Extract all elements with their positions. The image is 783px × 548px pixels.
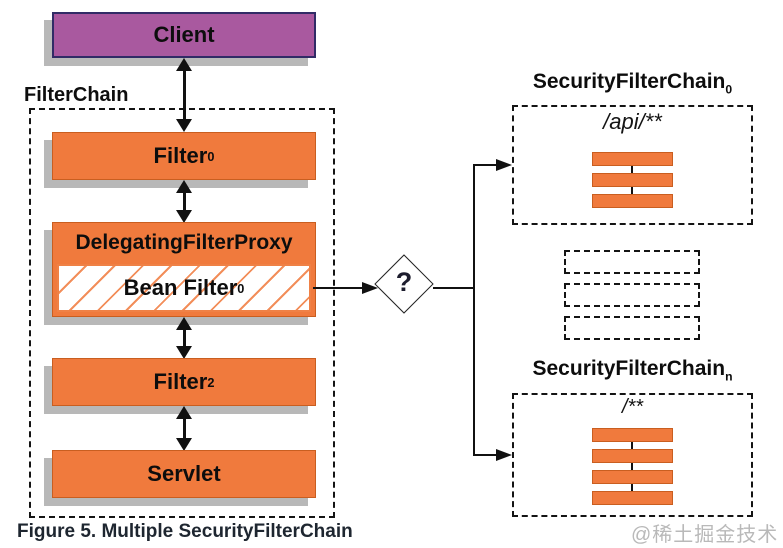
placeholder-bar-unit bbox=[564, 250, 700, 274]
placeholder-bar bbox=[564, 316, 700, 340]
filter-bar bbox=[591, 173, 673, 187]
watermark: @稀土掘金技术社区 bbox=[631, 524, 779, 546]
filterchain-container bbox=[29, 108, 335, 518]
decision-question-mark: ? bbox=[395, 266, 413, 297]
filter-bar-unit bbox=[591, 484, 673, 505]
filter-bar-connector bbox=[631, 442, 633, 449]
arrow-stem bbox=[182, 188, 186, 215]
filter-bar-connector bbox=[631, 463, 633, 470]
chainN-title-text: SecurityFilterChain bbox=[532, 357, 726, 380]
filter-bar-unit bbox=[591, 187, 673, 208]
security-filter-chain-n-title: SecurityFilterChainn bbox=[512, 357, 753, 383]
chain0-url-pattern: /api/** bbox=[603, 109, 662, 134]
servlet-box: Servlet bbox=[52, 450, 316, 498]
arrow-right-head bbox=[496, 449, 512, 461]
filter-bar bbox=[591, 152, 673, 166]
arrow-up-head bbox=[176, 58, 192, 71]
placeholder-bar bbox=[564, 250, 700, 274]
arrow-down-head bbox=[176, 346, 192, 359]
security-filter-chain-0-box bbox=[512, 105, 753, 225]
branch-bottom-line bbox=[475, 454, 497, 456]
chainN-filter-bars bbox=[572, 428, 692, 505]
arrow-down-head bbox=[176, 210, 192, 223]
filter2-label: Filter bbox=[153, 369, 208, 394]
client-box: Client bbox=[52, 12, 316, 58]
arrow-up-head bbox=[176, 317, 192, 330]
arrow-stem bbox=[182, 325, 186, 351]
filter-bar-unit bbox=[591, 166, 673, 187]
filter0-label: Filter bbox=[153, 143, 208, 168]
arrow-up-head bbox=[176, 406, 192, 419]
branch-top-line bbox=[475, 164, 497, 166]
filter-bar-unit bbox=[591, 442, 673, 463]
client-filter0-arrow bbox=[176, 58, 192, 132]
chain0-title-text: SecurityFilterChain bbox=[532, 70, 726, 93]
servlet-label: Servlet bbox=[147, 461, 221, 486]
filter-bar bbox=[591, 470, 673, 484]
placeholder-bar-unit bbox=[564, 316, 700, 340]
chain0-filter-bars bbox=[572, 152, 692, 208]
filter-bar-connector bbox=[631, 166, 633, 173]
delegating-filter-proxy-label: DelegatingFilterProxy bbox=[75, 231, 293, 254]
dfp-filter2-arrow bbox=[176, 317, 192, 359]
chainN-url-pattern: /** bbox=[621, 396, 644, 418]
security-filter-chain-0-title: SecurityFilterChain0 bbox=[512, 70, 753, 96]
arrow-down-head bbox=[176, 119, 192, 132]
filter-bar-connector bbox=[631, 187, 633, 194]
filter0-subscript: 0 bbox=[207, 148, 215, 164]
branch-trunk-line bbox=[473, 164, 475, 456]
security-filter-chain-n-box bbox=[512, 393, 753, 517]
filter-bar-unit bbox=[591, 463, 673, 484]
figure-caption: Figure 5. Multiple SecurityFilterChain bbox=[17, 521, 353, 542]
filter0-dfp-arrow bbox=[176, 180, 192, 223]
filter-bar bbox=[591, 194, 673, 208]
arrow-stem bbox=[182, 66, 186, 124]
chain0-title-subscript: 0 bbox=[725, 82, 733, 97]
decision-to-branch-line bbox=[433, 287, 475, 289]
filter-bar-unit bbox=[591, 152, 673, 166]
filter-bar bbox=[591, 449, 673, 463]
arrow-stem bbox=[182, 414, 186, 443]
filter2-subscript: 2 bbox=[207, 374, 215, 390]
arrow-right-head bbox=[496, 159, 512, 171]
placeholder-chain-bars bbox=[564, 250, 700, 349]
filter-bar-connector bbox=[631, 484, 633, 491]
filter2-servlet-arrow bbox=[176, 406, 192, 451]
filter-bar bbox=[591, 491, 673, 505]
bean-filter-to-decision-line bbox=[313, 287, 365, 289]
bean-filter-label: Bean Filter bbox=[123, 275, 238, 300]
arrow-right-head bbox=[362, 282, 378, 294]
placeholder-bar-unit bbox=[564, 283, 700, 307]
arrow-down-head bbox=[176, 438, 192, 451]
filter-bar-unit bbox=[591, 428, 673, 442]
placeholder-bar bbox=[564, 283, 700, 307]
chainN-title-subscript: n bbox=[725, 369, 733, 384]
bean-filter-subscript: 0 bbox=[237, 280, 245, 296]
arrow-up-head bbox=[176, 180, 192, 193]
filter-bar bbox=[591, 428, 673, 442]
client-label: Client bbox=[153, 22, 215, 47]
filterchain-label: FilterChain bbox=[24, 84, 129, 106]
